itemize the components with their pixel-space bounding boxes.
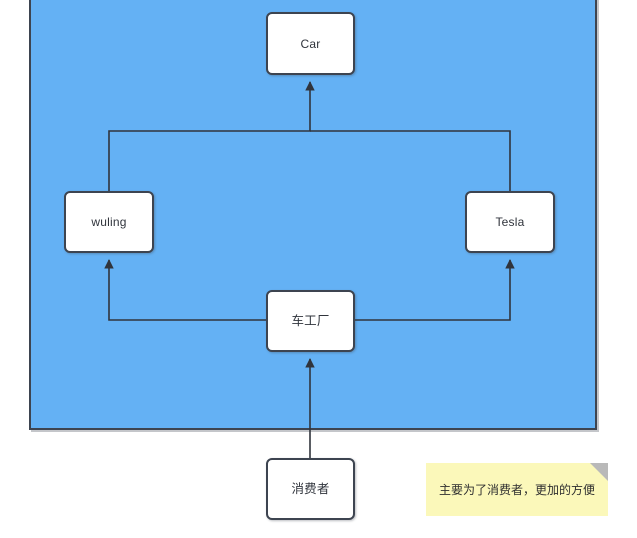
node-car-label: Car xyxy=(300,36,321,51)
node-wuling-label: wuling xyxy=(91,215,127,229)
node-wuling[interactable]: wuling xyxy=(64,191,154,253)
node-factory-label: 车工厂 xyxy=(291,312,330,328)
node-consumer-label: 消费者 xyxy=(291,480,330,496)
node-tesla-label: Tesla xyxy=(495,215,525,229)
node-factory[interactable]: 车工厂 xyxy=(266,290,355,352)
node-car[interactable]: Car xyxy=(266,12,355,75)
sticky-note-text: 主要为了消费者，更加的方便 xyxy=(438,482,595,497)
sticky-note[interactable]: 主要为了消费者，更加的方便 xyxy=(426,463,608,516)
node-tesla[interactable]: Tesla xyxy=(465,191,555,253)
node-consumer[interactable]: 消费者 xyxy=(266,458,355,520)
sticky-note-fold-corner-icon xyxy=(590,463,608,481)
